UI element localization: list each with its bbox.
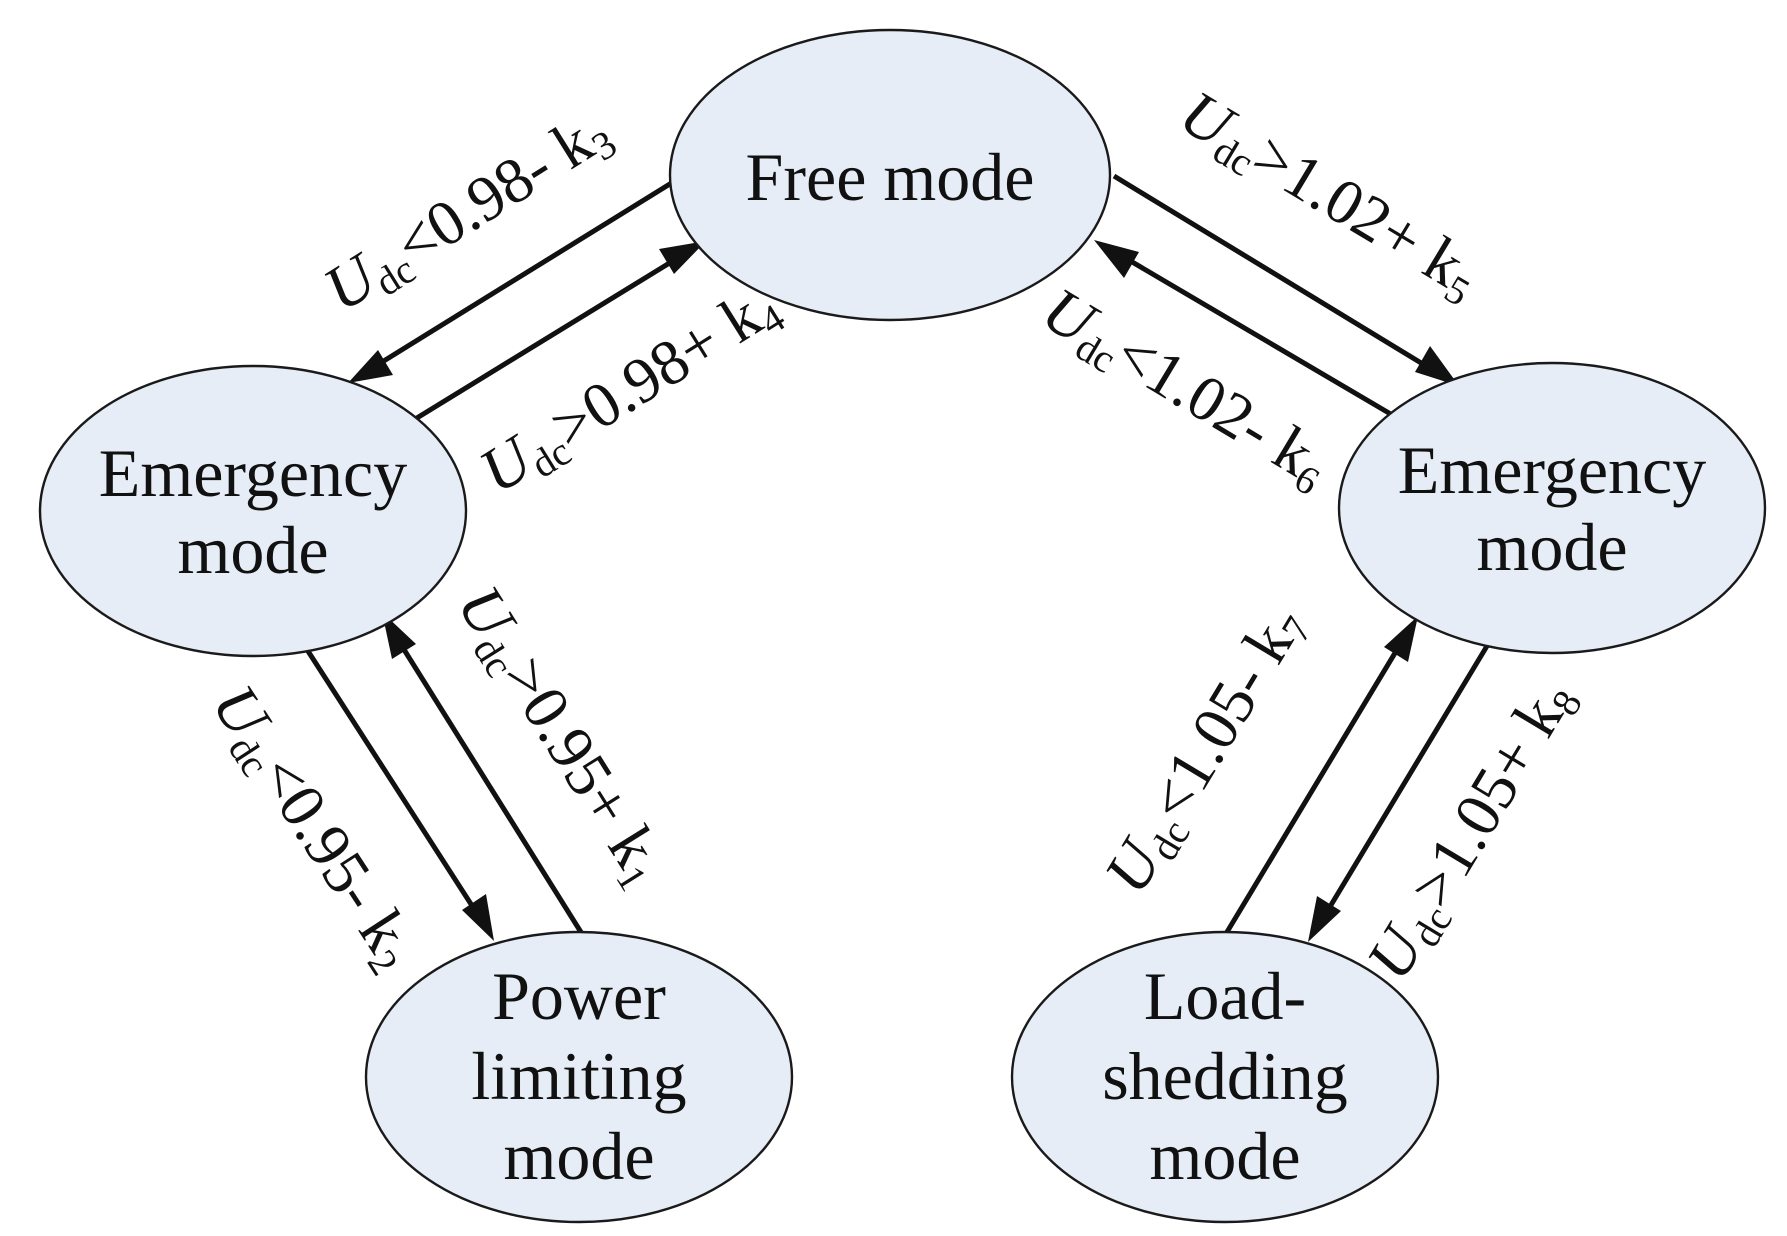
node-label: Power	[492, 958, 666, 1034]
label-condition: >0.98+ k	[538, 279, 773, 462]
edge-emergency-right-to-free	[1094, 240, 1396, 419]
arrowhead-icon	[1308, 896, 1341, 942]
arrowhead-icon	[348, 350, 393, 383]
node-label: limiting	[471, 1038, 686, 1114]
node-label: Load-	[1144, 958, 1306, 1034]
label-condition: >1.05+ k	[1396, 684, 1576, 920]
edge-emergency-left-to-free	[410, 241, 706, 424]
node-label: Emergency	[1398, 432, 1706, 508]
edge-label-k5: Udc>1.02+ k5	[1166, 77, 1493, 315]
edge-label-k3: Udc<0.98- k3	[312, 95, 625, 330]
svg-text:Udc<0.95- k2: Udc<0.95- k2	[195, 672, 434, 983]
edge-free-to-emergency-left	[348, 171, 688, 383]
node-label: mode	[177, 512, 328, 588]
svg-text:Udc>0.98+ k4: Udc>0.98+ k4	[467, 269, 792, 512]
svg-text:Udc>1.02+ k5: Udc>1.02+ k5	[1166, 77, 1493, 315]
svg-text:Udc<1.05- k7: Udc<1.05- k7	[1090, 593, 1321, 908]
edge-free-to-emergency-right	[1112, 173, 1459, 386]
edge-label-k7: Udc<1.05- k7	[1090, 593, 1321, 908]
node-label: mode	[1476, 509, 1627, 585]
arrowhead-icon	[659, 241, 706, 274]
edge-label-k6: Udc<1.02- k6	[1028, 273, 1343, 504]
edge-label-k4: Udc>0.98+ k4	[467, 269, 792, 512]
label-condition: <0.98- k	[383, 105, 605, 280]
label-condition: <1.05- k	[1134, 610, 1307, 833]
arrowhead-icon	[1384, 616, 1418, 662]
svg-text:Udc<1.02- k6: Udc<1.02- k6	[1028, 273, 1343, 504]
arrowhead-icon	[1415, 346, 1459, 386]
node-power-limiting-mode: Power limiting mode	[364, 930, 794, 1224]
node-label: Free mode	[746, 139, 1035, 215]
node-emergency-mode-right: Emergency mode	[1337, 361, 1767, 655]
label-condition: <0.95- k	[244, 743, 422, 964]
arrowhead-icon	[382, 612, 416, 659]
svg-text:Udc<0.98- k3: Udc<0.98- k3	[312, 95, 625, 330]
node-label: shedding	[1102, 1038, 1348, 1114]
label-condition: >0.95+ k	[489, 644, 672, 879]
node-label: Emergency	[99, 435, 407, 511]
label-condition: <1.02- k	[1103, 317, 1326, 490]
edge-load-shedding-to-emergency-right	[1221, 616, 1418, 939]
edge-label-k1: Udc>0.95+ k1	[440, 573, 683, 898]
node-load-shedding-mode: Load- shedding mode	[1010, 930, 1440, 1224]
edge-emergency-right-to-load-shedding	[1308, 644, 1490, 942]
node-label: mode	[1149, 1118, 1300, 1194]
arrowhead-icon	[1094, 240, 1139, 278]
edge-label-k2: Udc<0.95- k2	[195, 672, 434, 983]
edge-label-k8: Udc>1.05+ k8	[1353, 667, 1591, 994]
svg-text:Udc>0.95+ k1: Udc>0.95+ k1	[440, 573, 683, 898]
node-emergency-mode-left: Emergency mode	[38, 364, 468, 658]
edge-emergency-left-to-power-limiting	[303, 646, 494, 941]
edge-power-limiting-to-emergency-left	[382, 612, 587, 939]
node-free-mode: Free mode	[668, 28, 1112, 322]
svg-text:Udc>1.05+ k8: Udc>1.05+ k8	[1353, 667, 1591, 994]
node-label: mode	[503, 1118, 654, 1194]
arrowhead-icon	[462, 894, 494, 941]
